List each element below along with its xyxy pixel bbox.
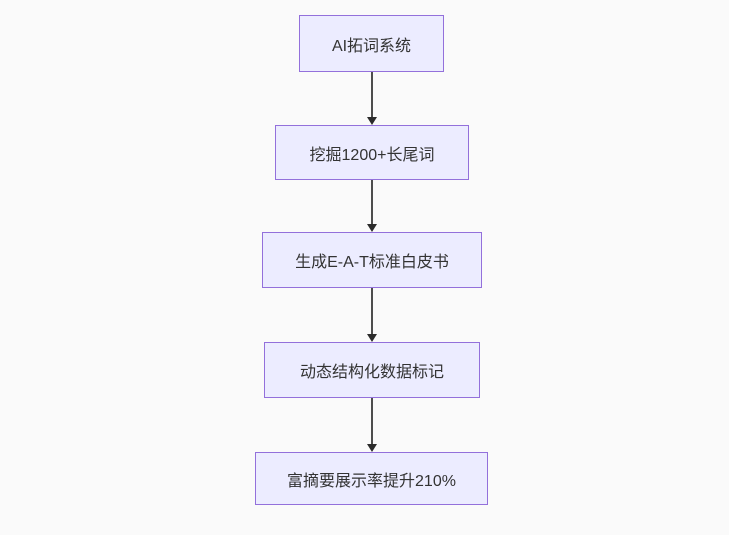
arrow-shaft	[371, 72, 373, 117]
flow-node-structured-data-markup: 动态结构化数据标记	[264, 342, 480, 398]
arrowhead-down-icon	[367, 117, 377, 125]
flow-node-rich-snippet-rate: 富摘要展示率提升210%	[255, 452, 488, 505]
arrowhead-down-icon	[367, 224, 377, 232]
flow-node-label: 生成E-A-T标准白皮书	[295, 254, 449, 271]
flow-node-label: 挖掘1200+长尾词	[309, 146, 435, 164]
flow-node-label: AI拓词系统	[331, 37, 412, 55]
arrowhead-down-icon	[367, 444, 377, 452]
flow-node-longtail-keywords: 挖掘1200+长尾词	[275, 125, 469, 180]
arrow-shaft	[371, 398, 373, 444]
flow-node-label: 动态结构化数据标记	[299, 364, 444, 381]
flow-node-eat-whitepaper: 生成E-A-T标准白皮书	[262, 232, 482, 288]
flow-arrow-d-to-e	[366, 398, 378, 452]
flow-arrow-b-to-c	[366, 180, 378, 232]
flow-arrow-a-to-b	[366, 72, 378, 125]
arrow-shaft	[371, 288, 373, 334]
flow-arrow-c-to-d	[366, 288, 378, 342]
arrow-shaft	[371, 180, 373, 224]
arrowhead-down-icon	[367, 334, 377, 342]
flow-node-label: 富摘要展示率提升210%	[287, 472, 456, 490]
flow-node-ai-expansion-system: AI拓词系统	[299, 15, 444, 72]
